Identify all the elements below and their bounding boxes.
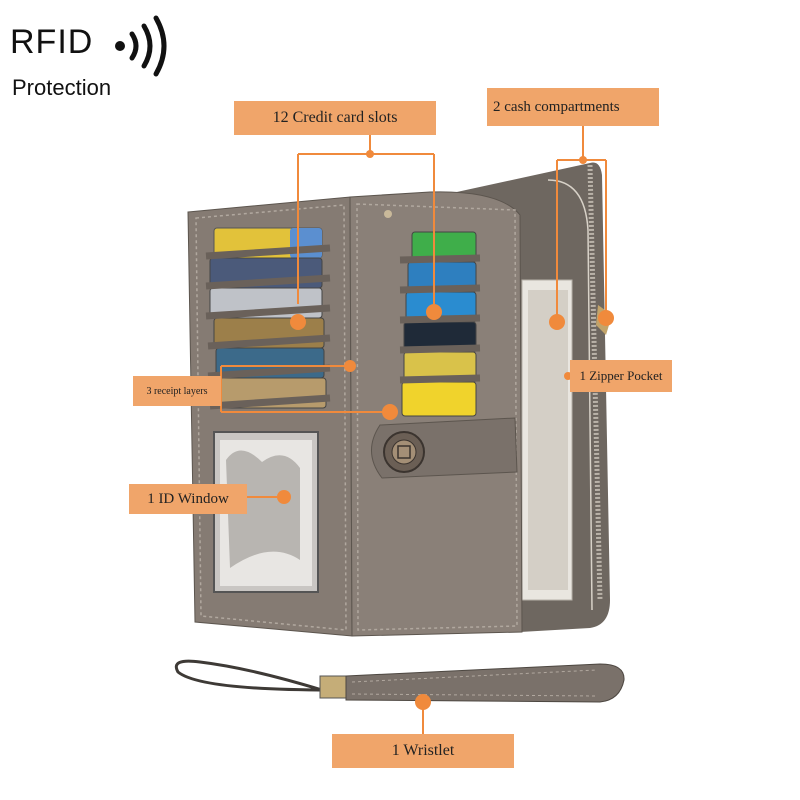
wifi-signal-icon (115, 15, 167, 77)
protection-label: Protection (12, 75, 112, 100)
receipt-layers-callout: 3 receipt layers (133, 376, 221, 406)
wristlet-strap (174, 659, 625, 703)
cash-compartments-callout: 2 cash compartments (487, 88, 659, 126)
left-card-slots (205, 227, 331, 410)
middle-card-slots (399, 231, 481, 417)
id-window-callout: 1 ID Window (129, 484, 247, 514)
rfid-label: RFID (10, 23, 94, 61)
zipper-pocket-callout: 1 Zipper Pocket (570, 360, 672, 392)
wristlet-callout: 1 Wristlet (332, 734, 514, 768)
credit-card-slots-callout: 12 Credit card slots (234, 101, 436, 135)
